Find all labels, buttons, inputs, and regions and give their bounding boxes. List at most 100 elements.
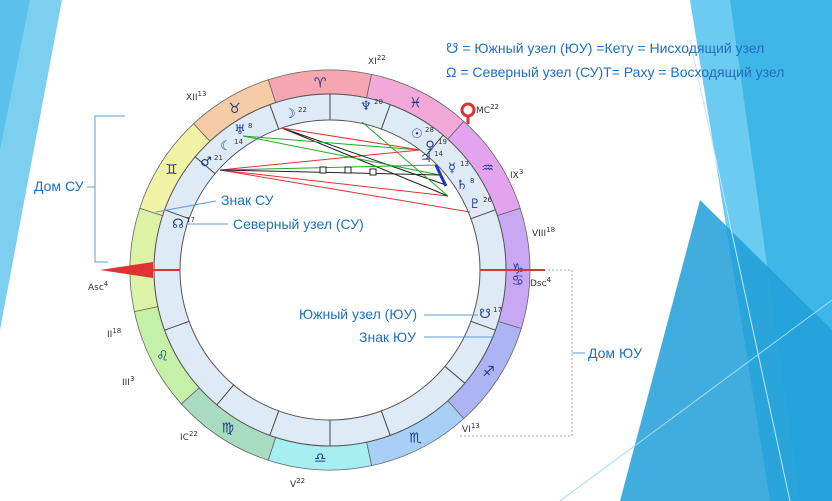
house-cusp-line [269,104,280,130]
planet-degree: 17 [493,306,502,314]
house-cusp-line [380,410,391,436]
house-cusp-line [216,384,234,406]
house-cusp-line [164,320,190,331]
mc-label: MC22 [476,103,499,116]
planet-degree: 28 [425,126,434,134]
house-cusp-line [194,156,216,174]
planet-degree: 14 [434,150,443,158]
zodiac-sign-icon: ♍ [221,421,234,437]
planet-degree: 22 [298,106,307,114]
legend-north-node: Ω = Северный узел (СУ)Т= Раху = Восходящ… [446,64,785,80]
zodiac-sign-icon: ♎ [314,451,327,467]
planet-glyph-icon: ☾ [220,139,232,154]
planet-glyph-icon: ♂ [200,155,212,170]
planet-degree: 8 [248,122,252,130]
aspect-line [281,127,447,186]
planet-degree: 17 [186,216,195,224]
right-bottom-shape [620,200,832,501]
zodiac-sign-icon: ♈ [314,75,327,91]
zodiac-sign-icon: ♉ [228,101,241,117]
planet-glyph-icon: ♇ [469,197,481,212]
zodiac-sign-icon: ♋ [511,273,524,289]
house-number-label: XII13 [186,90,206,103]
zodiac-sign-icon: ♓ [409,95,422,111]
planet-degree: 8 [470,177,474,185]
planet-glyph-icon: ☊ [172,217,184,232]
house-cusp-line [380,104,391,130]
left-accent-shape-dark [0,0,30,150]
planet-degree: 20 [374,98,383,106]
aspect-line [242,135,421,151]
house-cusp-line [269,410,280,436]
house-cusp-line [470,320,496,331]
house-cusp-line [164,209,190,220]
house-number-label: VI13 [462,422,480,435]
planet-degree: 26 [483,196,492,204]
house-cusp-line [426,134,444,156]
planet-glyph-icon: ☉ [411,127,423,142]
house-cusp-line [444,366,466,384]
aspect-line [219,169,441,176]
aspect-line [219,164,437,171]
aspect-line [219,169,471,213]
planet-glyph-icon: ♃ [420,151,432,166]
aspect-line [219,169,449,197]
aspect-line [281,127,449,197]
house-number-label: IX3 [510,168,523,181]
dom-su-bracket [94,115,125,263]
dom-su-label: Дом СУ [34,178,84,194]
zodiac-sign-icon: ♐ [482,364,495,380]
planet-degree: 14 [234,138,243,146]
aspect-marker [369,168,377,176]
planet-glyph-icon: ♆ [360,99,372,114]
planet-glyph-icon: ♀ [425,139,435,154]
mc-symbol [460,102,476,118]
znak-yu-label: Знак ЮУ [359,329,417,345]
house-number-label: V22 [290,477,305,490]
house-number-label: XI22 [368,54,386,67]
decor-line [559,299,832,501]
planet-glyph-icon: ☽ [284,107,296,122]
zodiac-sign-icon: ♌ [156,348,169,364]
zodiac-sign-icon: ♒ [481,161,494,177]
house-number-label: VIII18 [532,226,555,239]
zodiac-sign-icon: ♏ [409,431,422,447]
aspect-line [361,121,449,197]
planet-cluster-link [434,164,448,187]
planet-glyph-icon: ♅ [234,123,246,138]
left-accent-shape [0,0,62,330]
aspect-marker [344,166,352,174]
dom-yu-bracket [460,269,573,437]
aspect-line [281,127,421,151]
ic-label: IC22 [180,430,198,443]
house-number-label: III3 [122,375,134,388]
planet-glyph-icon: ☿ [448,161,456,176]
severny-uzel-label: Северный узел (СУ) [233,216,364,232]
dsc-label: Dsc4 [530,276,552,289]
zodiac-sign-icon: ♊ [165,162,178,178]
planet-glyphs: ☽22♆20♅8☾14♂21☉28♀19♃14☿13♄8♇26☊17☋17 [172,98,502,322]
aspect-marker [319,166,327,174]
planet-glyph-icon: ☋ [479,307,491,322]
dom-yu-label: Дом ЮУ [588,345,642,361]
aspect-line [219,149,421,171]
znak-su-label: Знак СУ [221,192,274,208]
planet-degree: 13 [460,160,469,168]
house-cusps [152,94,508,446]
yuzhny-uzel-label: Южный узел (ЮУ) [299,306,418,322]
house-cusp-line [470,209,496,220]
aspect-lines [219,121,471,213]
asc-arrow [100,262,153,278]
aspect-line [242,135,441,176]
decor-line [689,39,791,501]
znak-su-pointer [155,200,217,213]
planet-glyph-icon: ♄ [456,178,468,193]
planet-degree: 21 [214,154,223,162]
legend-south-node: ☋ = Южный узел (ЮУ) =Кету = Нисходящий у… [446,40,765,56]
house-number-label: II18 [107,327,121,340]
asc-label: Asc4 [88,280,109,293]
planet-degree: 19 [438,138,447,146]
